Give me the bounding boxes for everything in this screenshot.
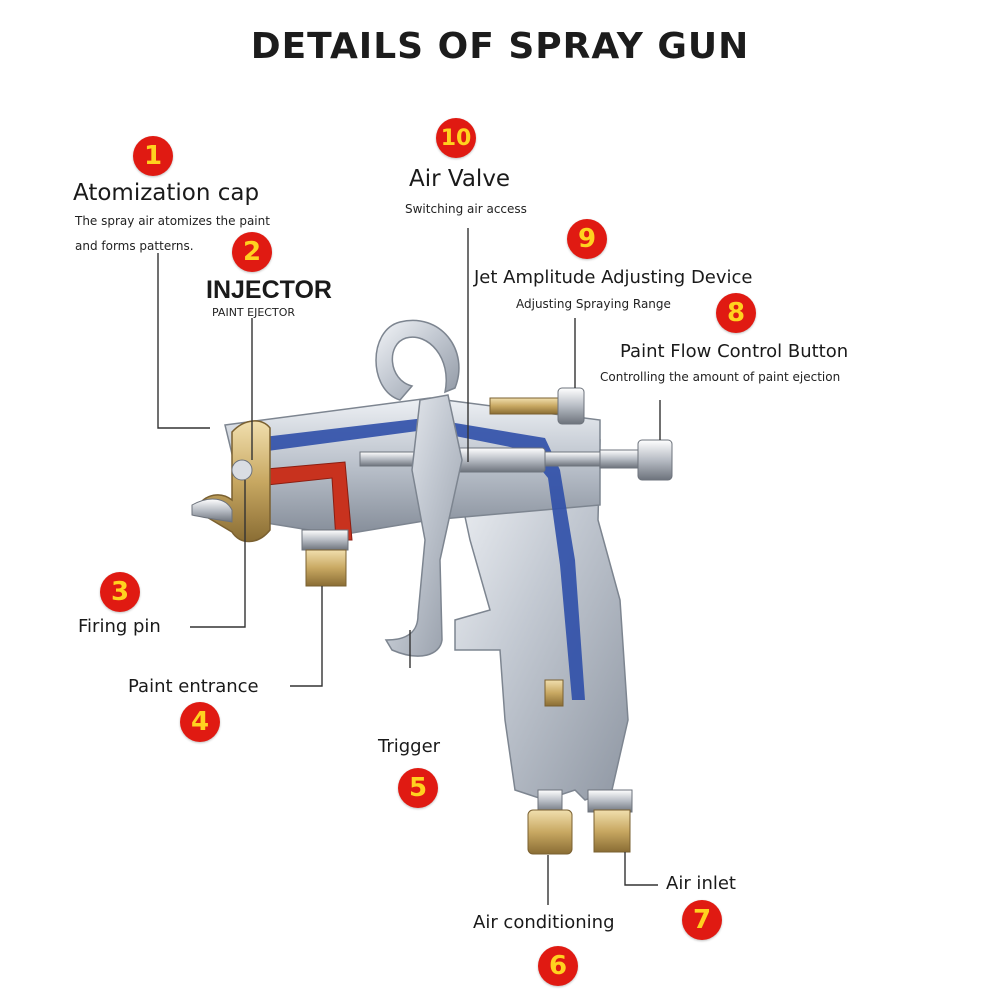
air-inlet-fitting xyxy=(587,789,633,813)
label-trigger: Trigger xyxy=(378,736,441,757)
badge-5: 5 xyxy=(398,768,438,808)
label-paint-entrance: Paint entrance xyxy=(128,676,259,697)
hook xyxy=(375,319,460,401)
desc-air-valve: Switching air access xyxy=(405,202,527,216)
label-injector: INJECTOR xyxy=(206,276,332,304)
badge-8: 8 xyxy=(716,293,756,333)
pattern-knob-stem xyxy=(489,397,561,415)
badge-3: 3 xyxy=(100,572,140,612)
paint-inlet-thread xyxy=(305,549,347,587)
badge-9: 9 xyxy=(567,219,607,259)
leader-lines xyxy=(157,228,661,905)
leader-paint-entrance xyxy=(290,586,323,687)
badge-2: 2 xyxy=(232,232,272,272)
badge-6: 6 xyxy=(538,946,578,986)
leader-firing-pin xyxy=(190,480,246,628)
badge-10: 10 xyxy=(436,118,476,158)
label-atomization-cap: Atomization cap xyxy=(73,180,260,206)
desc-injector: PAINT EJECTOR xyxy=(212,306,295,319)
air-adjust-knob xyxy=(527,809,573,855)
desc-atomization-cap-line-1: The spray air atomizes the paint xyxy=(75,214,270,228)
paint-inlet-fitting xyxy=(301,529,349,551)
nozzle-tip xyxy=(231,459,253,481)
desc-paint-flow-control: Controlling the amount of paint ejection xyxy=(600,370,841,384)
desc-jet-amplitude: Adjusting Spraying Range xyxy=(516,297,671,311)
label-air-valve: Air Valve xyxy=(409,166,511,192)
leader-atomization-cap xyxy=(157,253,210,429)
leader-air-inlet xyxy=(624,852,658,886)
desc-atomization-cap: The spray air atomizes the paint and for… xyxy=(75,209,270,259)
label-paint-flow-control: Paint Flow Control Button xyxy=(620,341,849,362)
flow-knob xyxy=(637,439,673,481)
page-title: DETAILS OF SPRAY GUN xyxy=(250,26,750,67)
air-cap xyxy=(193,420,271,543)
label-air-inlet: Air inlet xyxy=(666,873,736,894)
flow-knob-stem xyxy=(599,449,641,469)
badge-7: 7 xyxy=(682,900,722,940)
desc-atomization-cap-line-2: and forms patterns. xyxy=(75,239,194,253)
trigger xyxy=(384,394,463,657)
badge-1: 1 xyxy=(133,136,173,176)
air-channel xyxy=(255,418,585,700)
badge-4: 4 xyxy=(180,702,220,742)
air-adjust-stem xyxy=(537,789,563,813)
label-air-conditioning: Air conditioning xyxy=(473,912,615,933)
label-firing-pin: Firing pin xyxy=(78,616,161,637)
air-inlet-thread xyxy=(593,809,631,853)
pattern-knob xyxy=(557,387,585,425)
handle-valve xyxy=(544,679,564,707)
air-cap-horn xyxy=(191,498,233,523)
label-jet-amplitude: Jet Amplitude Adjusting Device xyxy=(474,267,753,288)
